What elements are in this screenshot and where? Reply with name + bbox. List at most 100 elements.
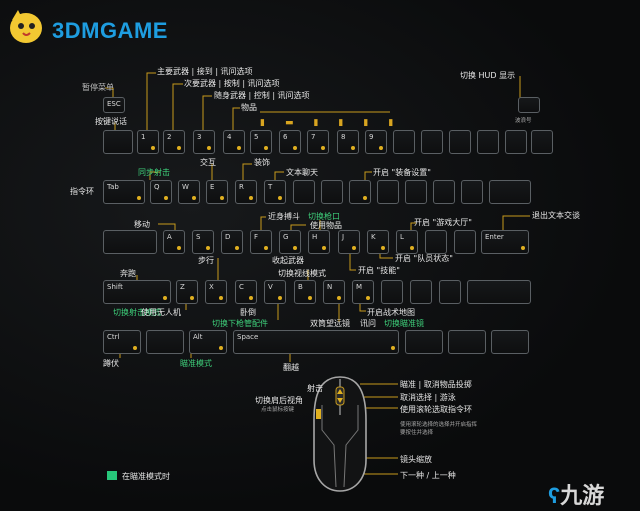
key-e[interactable]: E — [206, 180, 228, 204]
key-5[interactable]: 5 — [250, 130, 272, 154]
key-enter[interactable]: Enter — [481, 230, 529, 254]
key-backspace-a[interactable] — [505, 130, 527, 154]
key-m[interactable]: M — [352, 280, 374, 304]
key-tab[interactable]: Tab — [103, 180, 145, 204]
label-toggle-underbarrel: 切换下枪管配件 — [212, 319, 268, 328]
key-minus[interactable] — [421, 130, 443, 154]
key-d[interactable]: D — [221, 230, 243, 254]
key-right-alt[interactable] — [405, 330, 443, 354]
label-fire: 射击 — [307, 384, 323, 393]
label-toggle-fire-mode: 切换射击模式 — [113, 308, 161, 317]
key-s[interactable]: S — [192, 230, 214, 254]
label-aim-mode: 瞄准模式 — [180, 359, 212, 368]
label-exit-text-chat: 退出文本交谈 — [532, 211, 580, 220]
key-6[interactable]: 6 — [279, 130, 301, 154]
key-ctrl[interactable]: Ctrl — [103, 330, 141, 354]
label-open-skills: 开启 "技能" — [358, 266, 400, 275]
key-comma[interactable] — [381, 280, 403, 304]
key-shift[interactable]: Shift — [103, 280, 171, 304]
label-interrogate: 讯问 — [360, 319, 376, 328]
key-semicolon[interactable] — [425, 230, 447, 254]
key-o[interactable] — [377, 180, 399, 204]
label-command-wheel: 指令环 — [70, 187, 94, 196]
label-tilde: 波浪号 — [515, 118, 532, 124]
key-3[interactable]: 3 — [193, 130, 215, 154]
label-text-chat: 文本聊天 — [286, 168, 318, 177]
key-esc[interactable]: ESC — [103, 97, 125, 113]
label-open-map: 开启战术地图 — [367, 308, 415, 317]
key-g[interactable]: G — [279, 230, 301, 254]
key-w[interactable]: W — [178, 180, 200, 204]
key-x[interactable]: X — [205, 280, 227, 304]
key-8[interactable]: 8 — [337, 130, 359, 154]
watermark: ʕ九游 — [548, 478, 604, 510]
key-u[interactable] — [321, 180, 343, 204]
label-melee: 近身搏斗 — [268, 212, 300, 221]
key-f[interactable]: F — [250, 230, 272, 254]
key-bracket-right[interactable] — [461, 180, 483, 204]
label-click-mouse: 点击鼠标按键 — [261, 407, 295, 413]
label-switch-scope: 切换瞄准镜 — [384, 319, 424, 328]
key-bracket-left[interactable] — [433, 180, 455, 204]
key-k[interactable]: K — [367, 230, 389, 254]
key-menu[interactable] — [448, 330, 486, 354]
key-space[interactable]: Space — [233, 330, 399, 354]
key-4[interactable]: 4 — [223, 130, 245, 154]
key-f11[interactable] — [477, 130, 499, 154]
label-open-equip: 开启 "装备设置" — [373, 168, 431, 177]
label-toggle-view: 切换视线模式 — [278, 269, 326, 278]
site-logo-text: 3DMGAME — [52, 18, 168, 43]
key-2[interactable]: 2 — [163, 130, 185, 154]
label-interact: 交互 — [200, 158, 216, 167]
label-prone: 卧倒 — [240, 308, 256, 317]
label-toggle-hud: 切换 HUD 显示 — [460, 71, 516, 80]
key-alt[interactable]: Alt — [189, 330, 227, 354]
key-backslash[interactable] — [489, 180, 531, 204]
label-equip: 装饰 — [254, 158, 270, 167]
key-backtick[interactable] — [103, 130, 133, 154]
key-r[interactable]: R — [235, 180, 257, 204]
key-9[interactable]: 9 — [365, 130, 387, 154]
label-scroll-wheel: 使用滚轮选取指令环 — [400, 405, 472, 414]
label-walk: 步行 — [198, 256, 214, 265]
label-mouse-note2: 要按住并选择 — [400, 430, 434, 436]
key-b[interactable]: B — [294, 280, 316, 304]
key-right-ctrl[interactable] — [491, 330, 529, 354]
key-j[interactable]: J — [338, 230, 360, 254]
label-zoom: 镜头缩放 — [400, 455, 432, 464]
key-v[interactable]: V — [264, 280, 286, 304]
key-0[interactable] — [393, 130, 415, 154]
label-aim-cancel: 瞄准 | 取消物品投掷 — [400, 380, 472, 389]
label-cancel-select: 取消选择 | 游泳 — [400, 393, 456, 402]
label-open-status: 开启 "队员状态" — [395, 254, 453, 263]
label-hotkeys: 按键说话 — [95, 117, 127, 126]
label-use-item: 使用物品 — [310, 221, 342, 230]
key-capslock[interactable] — [103, 230, 157, 254]
key-backspace-b[interactable] — [531, 130, 553, 154]
key-y[interactable] — [293, 180, 315, 204]
key-a[interactable]: A — [163, 230, 185, 254]
key-period[interactable] — [410, 280, 432, 304]
key-t[interactable]: T — [264, 180, 286, 204]
key-z[interactable]: Z — [176, 280, 198, 304]
key-l[interactable]: L — [396, 230, 418, 254]
key-tilde[interactable] — [518, 97, 540, 113]
label-primary-weapon: 主要武器 | 接到 | 讯问选项 — [157, 67, 253, 76]
key-q[interactable]: Q — [150, 180, 172, 204]
key-h[interactable]: H — [308, 230, 330, 254]
site-logo[interactable]: 3DMGAME — [4, 6, 194, 50]
key-equals[interactable] — [449, 130, 471, 154]
key-n[interactable]: N — [323, 280, 345, 304]
key-right-shift[interactable] — [467, 280, 531, 304]
key-1[interactable]: 1 — [137, 130, 159, 154]
key-slash[interactable] — [439, 280, 461, 304]
key-c[interactable]: C — [235, 280, 257, 304]
key-quote[interactable] — [454, 230, 476, 254]
key-p[interactable] — [405, 180, 427, 204]
key-i[interactable] — [349, 180, 371, 204]
label-move: 移动 — [134, 220, 150, 229]
key-win[interactable] — [146, 330, 184, 354]
key-7[interactable]: 7 — [307, 130, 329, 154]
